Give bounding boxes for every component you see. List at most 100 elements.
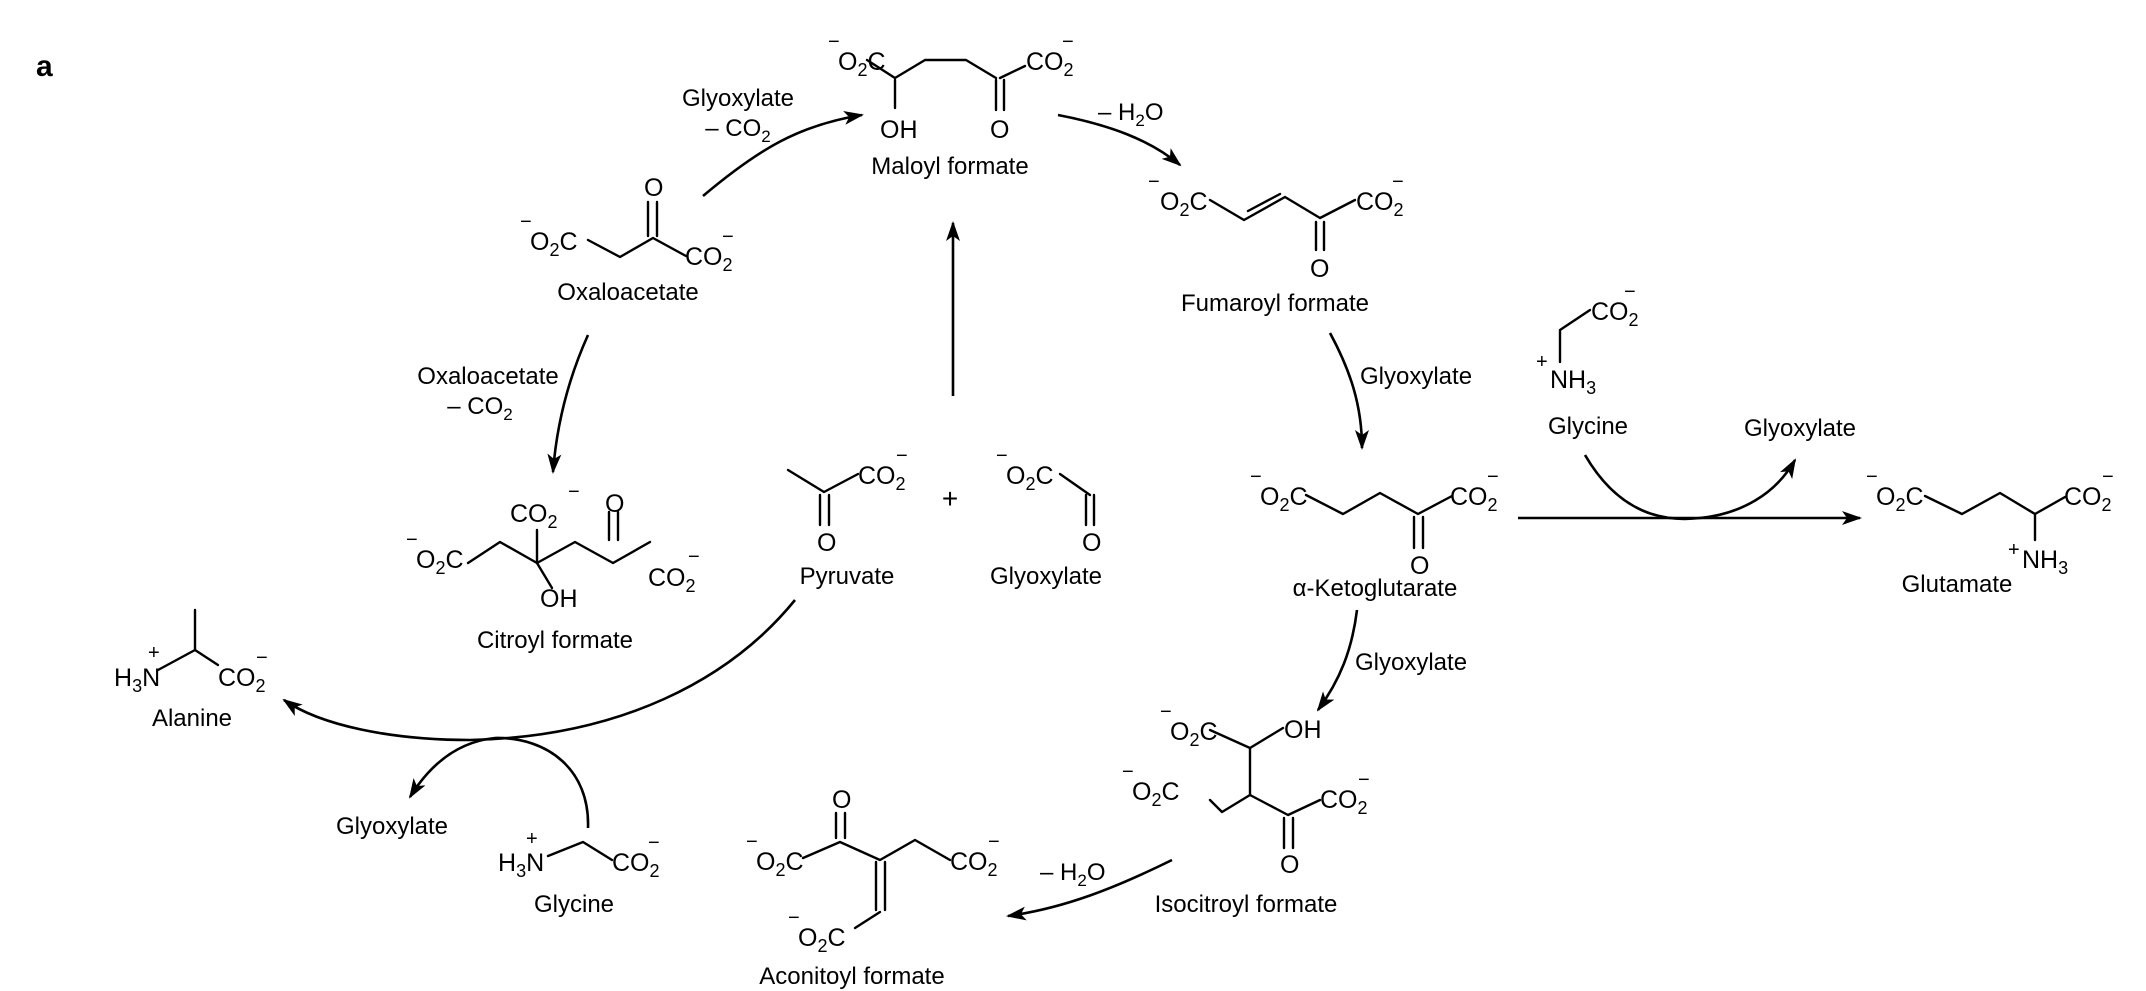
arrow-maloyl-to-fumaroyl <box>1057 113 1182 167</box>
svg-text:NH3: NH3 <box>1550 366 1596 398</box>
arrow-pyruvate-to-alanine <box>282 599 797 742</box>
pyruvate-structure: CO2 − O Pyruvate <box>786 445 908 590</box>
svg-text:−: − <box>988 831 1000 853</box>
reaction-arrows <box>282 110 1862 921</box>
svg-text:O: O <box>1310 255 1329 283</box>
glycine-top-structure: − CO2 + NH3 Glycine <box>1536 281 1639 440</box>
svg-text:−: − <box>256 647 268 669</box>
label-glyoxylate: Glyoxylate <box>990 563 1102 590</box>
svg-text:+: + <box>526 828 538 850</box>
svg-text:O2C: O2C <box>1876 483 1924 515</box>
svg-text:−: − <box>1160 701 1172 723</box>
svg-text:O: O <box>1082 529 1101 557</box>
label-glycine-top: Glycine <box>1548 413 1628 440</box>
condition-glyoxylate-1: Glyoxylate <box>682 85 794 112</box>
svg-text:CO2: CO2 <box>1591 298 1639 330</box>
svg-text:CO2: CO2 <box>858 462 906 494</box>
alanine-structure: + H3N CO2 − Alanine <box>114 608 268 732</box>
svg-text:−: − <box>746 831 758 853</box>
svg-text:+: + <box>2008 539 2020 561</box>
svg-text:−: − <box>1122 761 1134 783</box>
svg-text:CO2: CO2 <box>1356 188 1404 220</box>
svg-text:O2C: O2C <box>1160 188 1208 220</box>
label-oxaloacetate: Oxaloacetate <box>557 279 698 306</box>
svg-text:H3N: H3N <box>498 849 544 881</box>
condition-minus-co2-1: – CO2 <box>705 115 770 146</box>
condition-glyoxylate-2: Glyoxylate <box>1360 363 1472 390</box>
svg-text:−: − <box>1624 281 1636 303</box>
svg-text:O: O <box>644 174 663 202</box>
label-fumaroyl-formate: Fumaroyl formate <box>1181 290 1369 317</box>
svg-text:+: + <box>1536 351 1548 373</box>
svg-text:O2C: O2C <box>756 848 804 880</box>
fumaroyl-formate-structure: − O2C O CO2 − Fumaroyl formate <box>1148 171 1404 317</box>
svg-text:−: − <box>688 546 700 568</box>
svg-text:O: O <box>990 116 1009 144</box>
arrow-glycine-to-glyoxylate-bottom <box>408 736 590 829</box>
condition-oxaloacetate: Oxaloacetate <box>417 363 558 390</box>
arrow-akg-to-isocitroyl <box>1316 609 1359 712</box>
svg-text:NH3: NH3 <box>2022 546 2068 578</box>
svg-text:−: − <box>648 832 660 854</box>
svg-text:O2C: O2C <box>416 546 464 578</box>
svg-text:CO2: CO2 <box>648 564 696 596</box>
oxaloacetate-structure: − O2C O CO2 − Oxaloacetate <box>520 174 734 306</box>
svg-text:O2C: O2C <box>838 48 886 80</box>
svg-text:O: O <box>832 786 851 814</box>
svg-text:O: O <box>605 490 624 518</box>
svg-text:CO2: CO2 <box>685 243 733 275</box>
label-pyruvate: Pyruvate <box>800 563 895 590</box>
condition-minus-h2o-1: – H2O <box>1098 99 1164 130</box>
svg-text:O: O <box>1410 552 1429 580</box>
svg-text:−: − <box>1358 769 1370 791</box>
label-glyoxylate-product: Glyoxylate <box>1744 415 1856 442</box>
svg-text:CO2: CO2 <box>2064 483 2112 515</box>
svg-text:−: − <box>896 445 908 467</box>
svg-text:CO2: CO2 <box>950 848 998 880</box>
svg-text:−: − <box>1062 31 1074 53</box>
isocitroyl-formate-structure: − O2C OH − O2C CO2 − O Isocitroyl format… <box>1122 701 1370 918</box>
svg-text:O: O <box>817 529 836 557</box>
citroyl-formate-structure: − O2C CO2 − O OH CO2 − Citroyl formate <box>406 481 700 654</box>
svg-text:−: − <box>996 445 1008 467</box>
arrow-fumaroyl-to-akg <box>1328 332 1369 450</box>
svg-text:OH: OH <box>1284 716 1322 744</box>
svg-text:O2C: O2C <box>1006 462 1054 494</box>
label-alanine: Alanine <box>152 705 232 732</box>
svg-text:O2C: O2C <box>1132 778 1180 810</box>
label-isocitroyl-formate: Isocitroyl formate <box>1155 891 1338 918</box>
svg-text:H3N: H3N <box>114 664 160 696</box>
reaction-conditions: Glyoxylate – CO2 – H2O Glyoxylate Oxaloa… <box>417 85 1472 890</box>
svg-text:−: − <box>2102 466 2114 488</box>
svg-text:O2C: O2C <box>1170 718 1218 750</box>
glycine-bottom-structure: + H3N CO2 − Glycine <box>498 828 660 918</box>
svg-text:CO2: CO2 <box>218 664 266 696</box>
svg-text:−: − <box>722 226 734 248</box>
alpha-ketoglutarate-structure: − O2C O CO2 − α-Ketoglutarate <box>1250 466 1499 602</box>
label-glycine-bottom: Glycine <box>534 891 614 918</box>
label-citroyl-formate: Citroyl formate <box>477 627 633 654</box>
svg-text:+: + <box>148 642 160 664</box>
label-maloyl-formate: Maloyl formate <box>871 153 1028 180</box>
svg-text:−: − <box>1148 171 1160 193</box>
svg-text:−: − <box>1866 466 1878 488</box>
label-aconitoyl-formate: Aconitoyl formate <box>759 963 944 990</box>
aconitoyl-formate-structure: − O2C O CO2 − − O2C Aconitoyl formate <box>746 786 1000 990</box>
svg-text:O: O <box>1280 851 1299 879</box>
svg-text:O2C: O2C <box>1260 483 1308 515</box>
svg-text:O2C: O2C <box>530 228 578 260</box>
arrow-isocitroyl-to-aconitoyl <box>1006 858 1173 921</box>
svg-text:CO2: CO2 <box>1450 483 1498 515</box>
condition-minus-h2o-2: – H2O <box>1040 859 1106 890</box>
label-glutamate: Glutamate <box>1902 571 2013 598</box>
panel-label: a <box>36 50 53 83</box>
label-alpha-ketoglutarate: α-Ketoglutarate <box>1293 575 1458 602</box>
maloyl-formate-structure: − O2C OH O CO2 − Maloyl formate <box>828 31 1074 180</box>
svg-text:−: − <box>828 31 840 53</box>
glutamate-structure: − O2C CO2 − + NH3 Glutamate <box>1866 466 2114 598</box>
svg-text:−: − <box>568 481 580 503</box>
svg-text:−: − <box>788 907 800 929</box>
label-glyoxylate-bottom: Glyoxylate <box>336 813 448 840</box>
arrow-oxaloacetate-to-citroyl <box>547 334 590 474</box>
